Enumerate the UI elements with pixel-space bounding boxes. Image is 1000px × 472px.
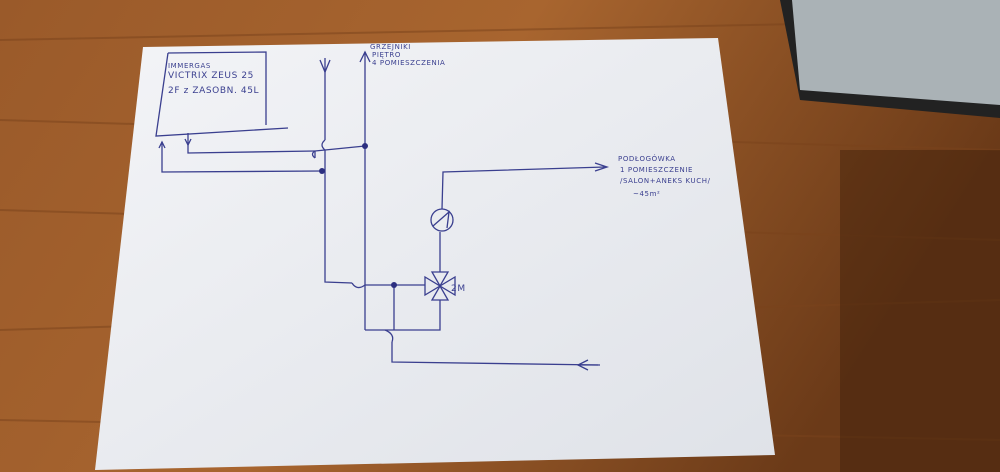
floor-heating-label-line3: /SALON+ANEKS KUCH/ xyxy=(620,177,711,185)
floor-heating-label-line1: PODŁOGÓWKA xyxy=(618,154,676,163)
boiler-label-line1: IMMERGAS xyxy=(168,62,211,70)
paper-sheet xyxy=(95,38,775,470)
shadow xyxy=(840,150,1000,472)
upstairs-label-line3: 4 POMIESZCZENIA xyxy=(372,59,445,67)
schematic xyxy=(155,50,610,371)
boiler-label-line3: 2F z ZASOBN. 45L xyxy=(168,86,259,96)
floor-heating-label-line2: 1 POMIESZCZENIE xyxy=(620,166,693,174)
upstairs-label-line1: GRZEJNIKI xyxy=(370,43,411,51)
upstairs-label-line2: PIĘTRO xyxy=(372,51,401,59)
valve-label: 2M xyxy=(451,284,466,294)
boiler-box xyxy=(167,51,267,125)
boiler-label-line2: VICTRIX ZEUS 25 xyxy=(168,71,254,81)
junction-dots xyxy=(319,143,397,288)
floor-heating-label-line4: ~45m² xyxy=(633,190,660,198)
laptop xyxy=(780,0,1000,118)
